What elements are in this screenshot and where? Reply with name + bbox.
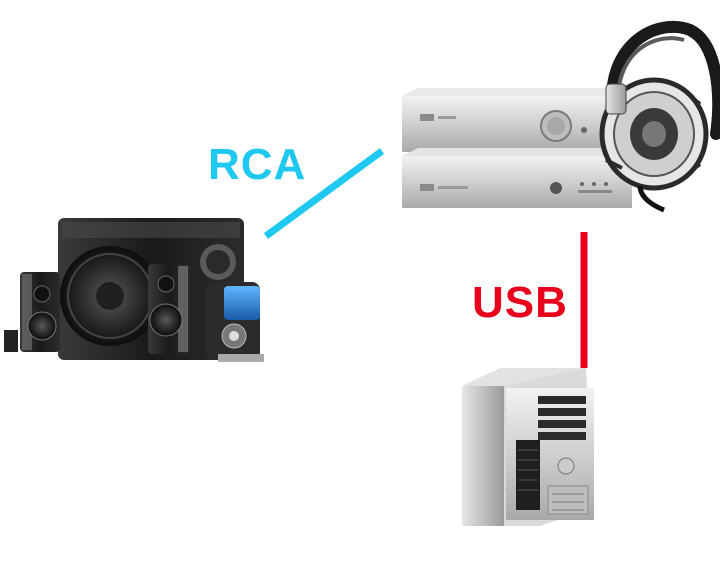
desktop-tower-icon bbox=[462, 368, 594, 526]
rca-cable-line bbox=[263, 148, 385, 239]
usb-connection-label: USB bbox=[472, 278, 568, 327]
rca-connection-label: RCA bbox=[208, 140, 307, 189]
amplifier-dac-stack-icon bbox=[402, 88, 632, 208]
headphones-icon bbox=[599, 20, 720, 213]
speaker-system-icon bbox=[4, 218, 264, 362]
